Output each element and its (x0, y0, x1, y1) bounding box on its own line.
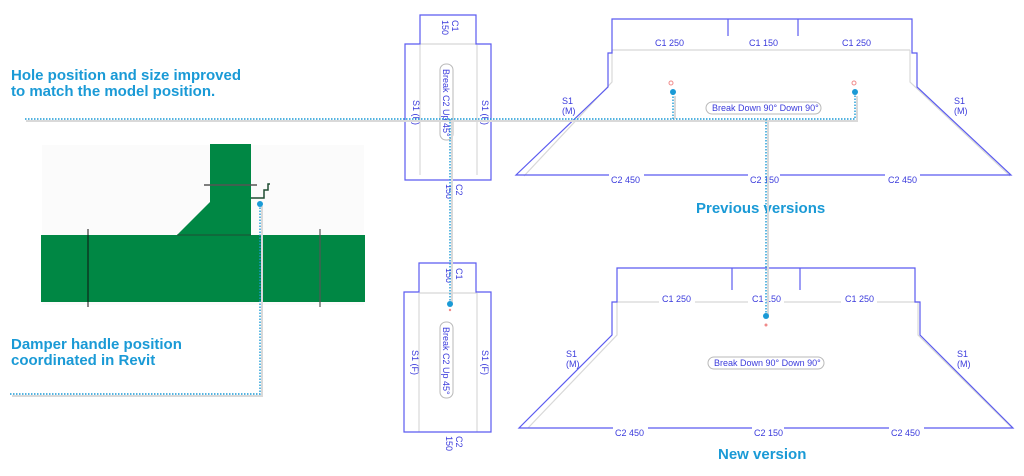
prev-hole-marker-left (668, 80, 674, 86)
new-trap-side-right-2: (M) (957, 359, 971, 369)
prev-trap-bottom-3: C2 450 (888, 175, 917, 185)
new-rect-top-label-a: C1 (454, 268, 464, 280)
caption-new-version: New version (718, 446, 807, 463)
main-duct (41, 235, 365, 302)
new-rect-side-right: S1 (F) (480, 350, 490, 375)
prev-rect-side-left: S1 (F) (411, 100, 421, 125)
prev-rect-top-label-a: C1 (450, 20, 460, 32)
prev-hole-marker-right (851, 80, 857, 86)
prev-trap-break-label: Break Down 90° Down 90° (712, 103, 819, 113)
hole-leader-line (25, 93, 856, 120)
new-rect-bottom-label-b: 150 (444, 436, 454, 451)
leaders (10, 89, 858, 397)
new-trap-bottom-3: C2 450 (891, 428, 920, 438)
hole-callout: Hole position and size improved to match… (11, 68, 241, 100)
prev-rect-bottom-label-b: 150 (444, 184, 454, 199)
new-rect-side-left: S1 (F) (410, 350, 420, 375)
caption-previous-versions: Previous versions (696, 200, 826, 217)
branch-duct (177, 144, 251, 235)
new-trap-side-right-1: S1 (957, 349, 968, 359)
prev-trap-side-right-2: (M) (954, 106, 968, 116)
prev-trap-side-left-1: S1 (562, 96, 573, 106)
new-trap-top-1: C1 250 (662, 294, 691, 304)
previous-rect-fitting: C1 150 C2 150 S1 (F) S1 (F) Break C2 Up … (404, 14, 492, 199)
damper-callout-line-1: Damper handle position (11, 336, 182, 353)
prev-rect-top-label-b: 150 (440, 20, 450, 35)
prev-rect-bottom-label-a: C2 (454, 184, 464, 196)
new-hole-marker (764, 323, 768, 327)
damper-callout: Damper handle position coordinated in Re… (11, 337, 182, 369)
prev-trap-top-2: C1 150 (749, 38, 778, 48)
prev-rect-side-right: S1 (F) (480, 100, 490, 125)
prev-trap-top-3: C1 250 (842, 38, 871, 48)
new-rect-top-label-b: 150 (444, 268, 454, 283)
prev-rect-break-label: Break C2 Up 45° (441, 69, 451, 137)
new-trap-break-pill (707, 356, 825, 370)
prev-trap-side-right-1: S1 (954, 96, 965, 106)
new-rect-bottom-label-a: C2 (454, 436, 464, 448)
hole-leader-dot-right (852, 89, 858, 95)
damper-leader-line (10, 204, 261, 395)
damper-leader-dot (257, 201, 263, 207)
new-trap-top-3: C1 250 (845, 294, 874, 304)
model-view (41, 144, 365, 307)
new-trap-side-left-1: S1 (566, 349, 577, 359)
rect-leader-dot (447, 301, 453, 307)
new-rect-hole-marker (448, 308, 452, 312)
new-trap-side-left-2: (M) (566, 359, 580, 369)
new-rect-break-label: Break C2 Up 45° (441, 327, 451, 395)
prev-trap-top-1: C1 250 (655, 38, 684, 48)
new-trap-bottom-2: C2 150 (754, 428, 783, 438)
hole-callout-line-1: Hole position and size improved (11, 67, 242, 84)
prev-trap-side-left-2: (M) (562, 106, 576, 116)
damper-handle (251, 183, 270, 199)
damper-callout-line-2: coordinated in Revit (11, 352, 156, 369)
prev-trap-bottom-2: C2 150 (750, 175, 779, 185)
new-trap-bottom-1: C2 450 (615, 428, 644, 438)
trap-leader-dot (763, 313, 769, 319)
prev-trap-break-pill (705, 101, 822, 115)
new-rect-fitting: C1 150 C2 150 S1 (F) S1 (F) Break C2 Up … (403, 262, 492, 451)
prev-trap-bottom-1: C2 450 (611, 175, 640, 185)
hole-callout-line-2: to match the model position. (11, 83, 216, 100)
new-trap-break-label: Break Down 90° Down 90° (714, 358, 821, 368)
hole-leader-dot-left (670, 89, 676, 95)
new-rect-break-pill (439, 321, 454, 399)
previous-trapezoid: C1 250 C1 150 C1 250 C2 450 C2 150 C2 45… (514, 18, 1013, 185)
